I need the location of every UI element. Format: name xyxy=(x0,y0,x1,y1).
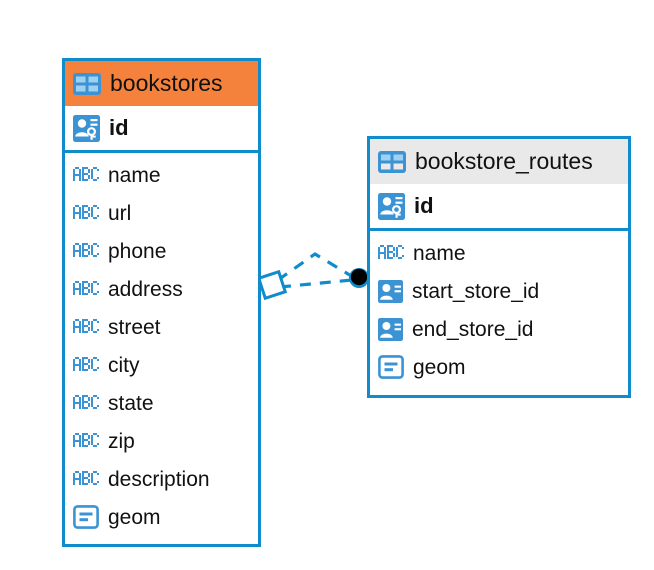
abc-text-icon xyxy=(73,205,99,221)
field-row-phone[interactable]: phone xyxy=(65,232,258,270)
primary-key-section: id xyxy=(65,106,258,153)
abc-text-icon xyxy=(73,395,99,411)
primary-key-section: id xyxy=(370,184,628,231)
entity-header-bookstore-routes[interactable]: bookstore_routes xyxy=(370,139,628,184)
field-row-name[interactable]: name xyxy=(370,234,628,272)
primary-key-icon xyxy=(73,114,100,142)
diamond-open-endpoint xyxy=(256,269,288,301)
entity-bookstore-routes[interactable]: bookstore_routes id xyxy=(367,136,631,398)
entity-title: bookstores xyxy=(110,70,223,96)
fields-section: name xyxy=(65,153,258,539)
abc-text-icon xyxy=(73,167,99,183)
field-row-start-store-id[interactable]: start_store_id xyxy=(370,272,628,310)
field-row-name[interactable]: name xyxy=(65,156,258,194)
field-label: name xyxy=(413,241,466,265)
entity-bookstores[interactable]: bookstores id xyxy=(62,58,261,547)
geometry-icon xyxy=(73,505,99,529)
abc-text-icon xyxy=(73,319,99,335)
field-row-url[interactable]: url xyxy=(65,194,258,232)
field-row-address[interactable]: address xyxy=(65,270,258,308)
field-label: end_store_id xyxy=(412,317,534,341)
field-row-end-store-id[interactable]: end_store_id xyxy=(370,310,628,348)
table-icon xyxy=(378,150,406,173)
abc-text-icon xyxy=(73,357,99,373)
abc-text-icon xyxy=(73,471,99,487)
foreign-key-icon xyxy=(378,279,403,303)
primary-key-icon xyxy=(378,192,405,220)
connector-upper-branch xyxy=(277,252,354,282)
field-row-state[interactable]: state xyxy=(65,384,258,422)
field-row-primary-key[interactable]: id xyxy=(65,106,258,150)
geometry-icon xyxy=(378,355,404,379)
fields-section: name start_store_id xyxy=(370,231,628,389)
field-row-zip[interactable]: zip xyxy=(65,422,258,460)
field-row-geom[interactable]: geom xyxy=(65,498,258,536)
field-row-primary-key[interactable]: id xyxy=(370,184,628,228)
abc-text-icon xyxy=(73,281,99,297)
field-label: address xyxy=(108,277,183,301)
field-label: description xyxy=(108,467,210,491)
table-icon xyxy=(73,72,101,95)
field-row-description[interactable]: description xyxy=(65,460,258,498)
entity-title: bookstore_routes xyxy=(415,148,593,174)
field-label: zip xyxy=(108,429,135,453)
field-label: name xyxy=(108,163,161,187)
entity-header-bookstores[interactable]: bookstores xyxy=(65,61,258,106)
field-label: phone xyxy=(108,239,167,263)
abc-text-icon xyxy=(378,245,404,261)
field-label: id xyxy=(414,193,434,218)
field-label: geom xyxy=(108,505,161,529)
field-row-street[interactable]: street xyxy=(65,308,258,346)
filled-circle-endpoint xyxy=(349,268,369,288)
abc-text-icon xyxy=(73,433,99,449)
field-label: state xyxy=(108,391,154,415)
field-label: start_store_id xyxy=(412,279,540,303)
field-row-city[interactable]: city xyxy=(65,346,258,384)
field-row-geom[interactable]: geom xyxy=(370,348,628,386)
connector-lower-branch xyxy=(279,278,353,289)
foreign-key-icon xyxy=(378,317,403,341)
field-label: city xyxy=(108,353,140,377)
field-label: url xyxy=(108,201,132,225)
field-label: geom xyxy=(413,355,466,379)
field-label: id xyxy=(109,115,129,140)
field-label: street xyxy=(108,315,161,339)
abc-text-icon xyxy=(73,243,99,259)
